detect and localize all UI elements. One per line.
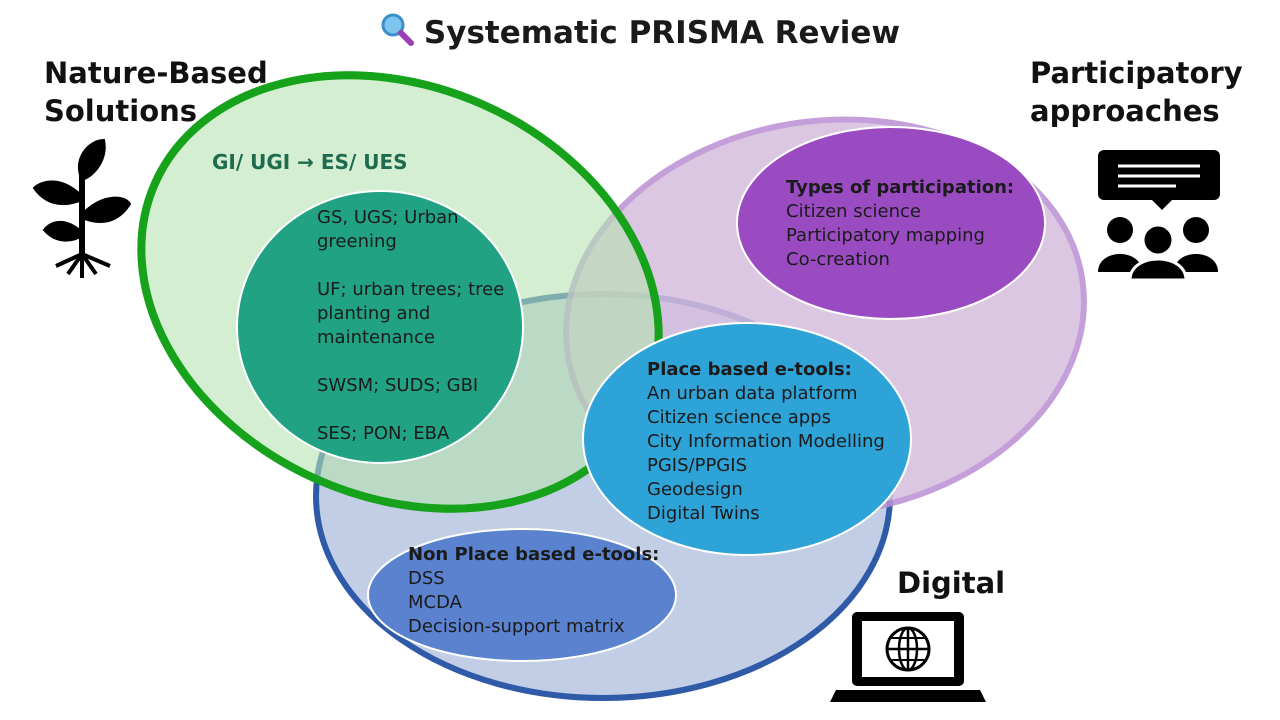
non-place-based-item: Decision-support matrix: [408, 616, 625, 637]
participation-item: Co-creation: [786, 249, 890, 270]
diagram-title-row: Systematic PRISMA Review: [0, 12, 1280, 51]
laptop-globe-icon: [830, 612, 986, 702]
diagram-title: Systematic PRISMA Review: [423, 15, 901, 51]
place-based-block: Place based e-tools: An urban data platf…: [647, 358, 885, 526]
participation-block: Types of participation: Citizen science …: [786, 176, 1014, 272]
place-based-item: Geodesign: [647, 479, 743, 500]
nbs-label-line-1: Nature-Based: [44, 56, 268, 90]
nbs-items-block: GS, UGS; Urban greening UF; urban trees;…: [317, 206, 504, 446]
digital-label-text: Digital: [897, 566, 1006, 600]
nbs-inner-circle: [236, 190, 524, 464]
non-place-based-block: Non Place based e-tools: DSS MCDA Decisi…: [408, 543, 659, 639]
nbs-item: [317, 398, 504, 422]
nbs-item: greening: [317, 231, 397, 252]
nbs-item: SES; PON; EBA: [317, 423, 450, 444]
magnifier-icon: [381, 13, 414, 46]
gi-heading: GI/ UGI → ES/ UES: [212, 150, 408, 174]
participatory-label-line-1: Participatory: [1030, 56, 1243, 90]
place-based-item: City Information Modelling: [647, 431, 885, 452]
participatory-label: Participatory approaches: [1030, 54, 1243, 130]
nbs-item: GS, UGS; Urban: [317, 207, 459, 228]
non-place-based-heading: Non Place based e-tools:: [408, 544, 660, 565]
nbs-item: SWSM; SUDS; GBI: [317, 375, 479, 396]
nbs-label-line-2: Solutions: [44, 94, 198, 128]
place-based-item: Citizen science apps: [647, 407, 831, 428]
nbs-item: [317, 254, 504, 278]
nbs-label: Nature-Based Solutions: [44, 54, 268, 130]
participation-item: Participatory mapping: [786, 225, 985, 246]
place-based-item: Digital Twins: [647, 503, 760, 524]
nbs-item: UF; urban trees; tree: [317, 279, 505, 300]
non-place-based-item: DSS: [408, 568, 445, 589]
nbs-item: [317, 350, 504, 374]
people-speech-icon: [1098, 150, 1220, 282]
plant-icon: [32, 138, 132, 278]
nbs-item: planting and: [317, 303, 431, 324]
nbs-item: maintenance: [317, 327, 435, 348]
place-based-circle: [582, 322, 912, 556]
digital-label: Digital: [897, 564, 1005, 602]
place-based-item: PGIS/PPGIS: [647, 455, 747, 476]
participation-circle: [736, 126, 1046, 320]
participation-heading: Types of participation:: [786, 177, 1015, 198]
place-based-item: An urban data platform: [647, 383, 858, 404]
participatory-label-line-2: approaches: [1030, 94, 1220, 128]
non-place-based-circle: [367, 528, 677, 662]
place-based-heading: Place based e-tools:: [647, 359, 852, 380]
non-place-based-item: MCDA: [408, 592, 462, 613]
participation-item: Citizen science: [786, 201, 922, 222]
